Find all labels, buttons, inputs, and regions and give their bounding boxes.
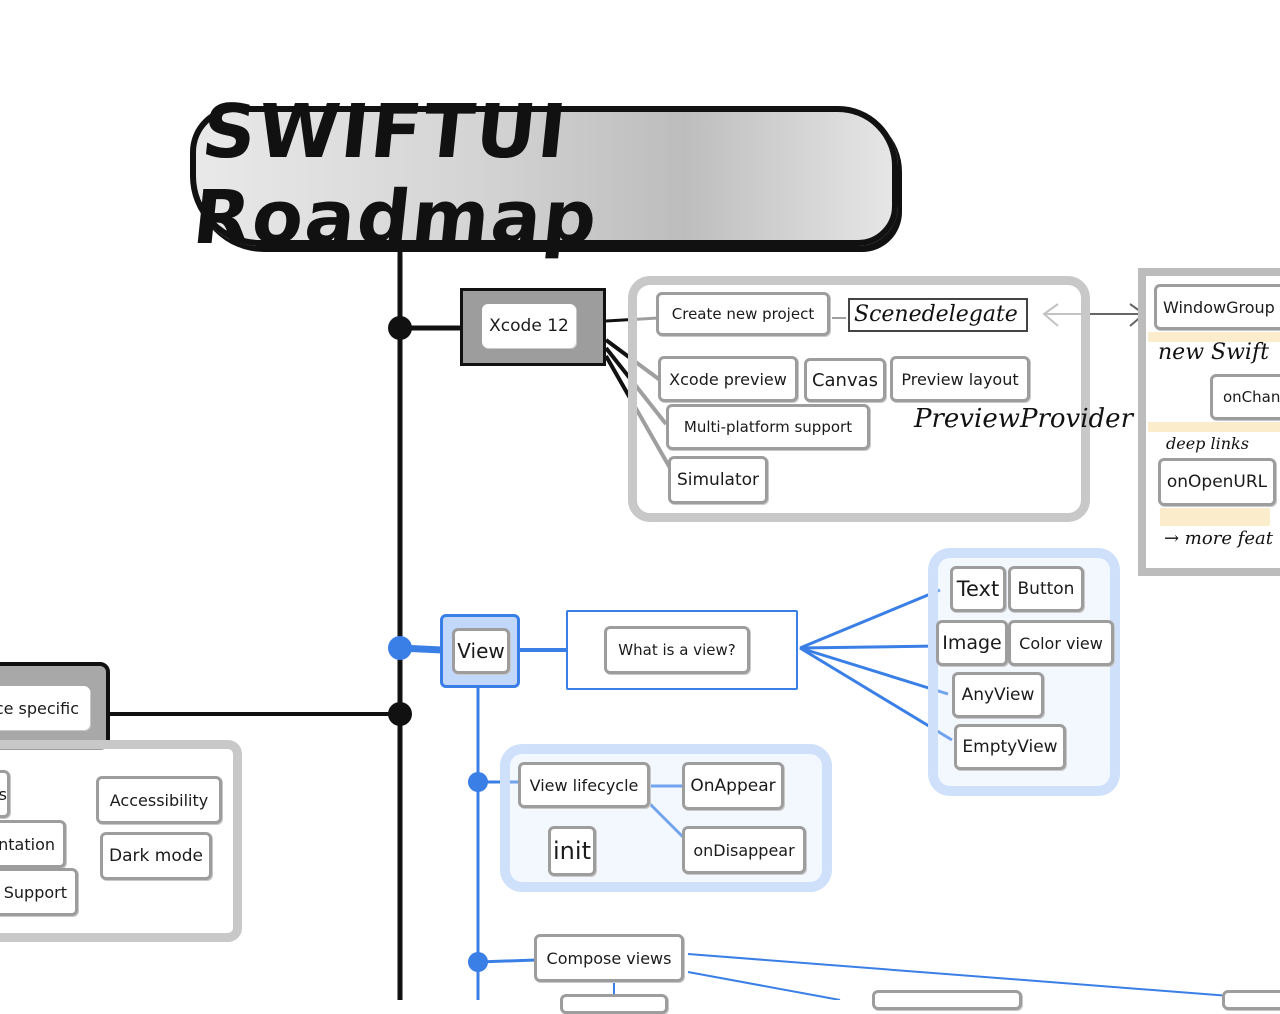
xcode-preview-box[interactable]: Xcode preview (658, 356, 798, 402)
compose-out-line-2 (687, 971, 841, 1000)
new-swift-label: new Swift (1158, 340, 1269, 365)
compose-branch-line (477, 958, 537, 964)
accessibility-box[interactable]: Accessibility (96, 776, 222, 824)
fan-anyview-line (799, 646, 949, 696)
scenedelegate-label: Scenedelegate (848, 298, 1028, 332)
partial-box-bottom-3 (1222, 990, 1280, 1010)
compose-out-line-1 (687, 953, 1231, 997)
partial-box-bottom-1 (560, 994, 668, 1014)
simulator-box[interactable]: Simulator (668, 456, 768, 504)
title-cloud-shape (190, 106, 898, 246)
partial-box-bottom-2 (872, 990, 1022, 1010)
dark-mode-box[interactable]: Dark mode (100, 832, 212, 880)
on-change-box[interactable]: onChan (1210, 374, 1280, 420)
canvas-box[interactable]: Canvas (804, 358, 886, 402)
preview-provider-label: PreviewProvider (914, 404, 1133, 434)
roadmap-title: SWIFTUI Roadmap (188, 89, 603, 261)
on-disappear-box[interactable]: onDisappear (682, 826, 806, 874)
button-box[interactable]: Button (1008, 566, 1084, 612)
create-new-project-box[interactable]: Create new project (656, 292, 830, 336)
view-lifecycle-box[interactable]: View lifecycle (518, 762, 650, 808)
highlight-bar-1 (1148, 332, 1280, 342)
what-is-a-view-box[interactable]: What is a view? (604, 626, 750, 674)
lifecycle-disappear-line (648, 802, 686, 840)
fan-image-line (799, 644, 939, 650)
specific-box[interactable]: ce specific (0, 686, 90, 730)
fan-text-line (799, 588, 941, 650)
highlight-bar-3 (1160, 508, 1270, 526)
support-box[interactable]: Support (0, 868, 78, 916)
any-view-box[interactable]: AnyView (952, 672, 1044, 718)
on-open-url-box[interactable]: onOpenURL (1158, 458, 1276, 506)
highlight-bar-2 (1148, 422, 1280, 432)
xcode-node (388, 316, 412, 340)
init-box[interactable]: init (548, 826, 596, 876)
preview-layout-box[interactable]: Preview layout (890, 356, 1030, 402)
deep-links-label: deep links (1166, 434, 1249, 453)
fan-emptyview-line (799, 646, 953, 742)
text-box[interactable]: Text (950, 566, 1006, 612)
multi-platform-support-box[interactable]: Multi-platform support (666, 404, 870, 450)
image-box[interactable]: Image (936, 620, 1008, 666)
s-box[interactable]: s (0, 770, 10, 818)
on-appear-box[interactable]: OnAppear (682, 762, 784, 810)
color-view-box[interactable]: Color view (1008, 620, 1114, 666)
view-branch-line (399, 644, 443, 654)
window-group-box[interactable]: WindowGroup (1154, 284, 1280, 330)
orientation-box[interactable]: ntation (0, 820, 66, 868)
xcode-12-box[interactable]: Xcode 12 (482, 304, 576, 348)
view-box[interactable]: View (452, 628, 510, 674)
compose-views-box[interactable]: Compose views (534, 934, 684, 982)
more-features-label: → more feat (1164, 528, 1273, 549)
empty-view-box[interactable]: EmptyView (954, 724, 1066, 770)
specific-node (388, 702, 412, 726)
